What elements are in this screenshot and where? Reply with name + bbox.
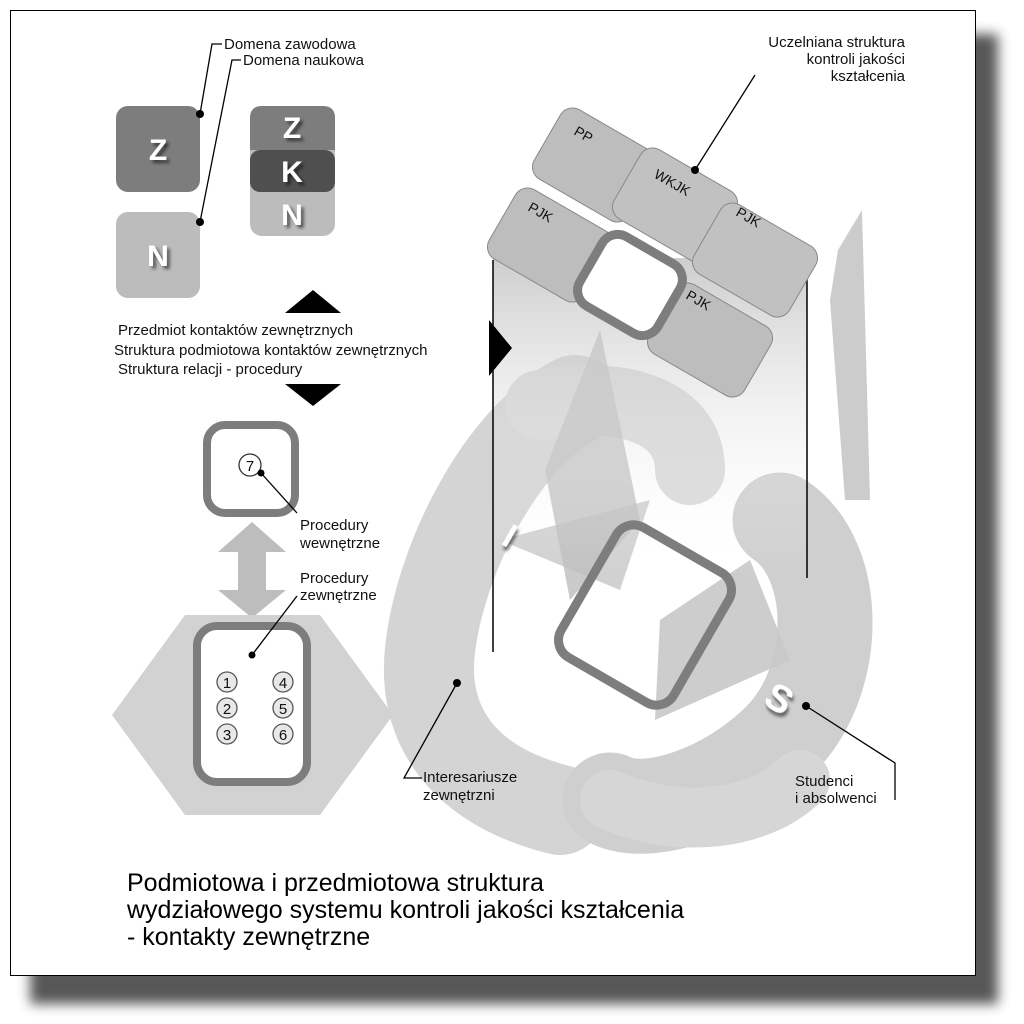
arrow-right-icon bbox=[489, 320, 512, 376]
stack-letter-k: K bbox=[281, 156, 303, 189]
students-label-1: Studenci bbox=[795, 773, 853, 790]
external-label-2: zewnętrzne bbox=[300, 587, 377, 604]
internal-label-2: wewnętrzne bbox=[299, 535, 380, 552]
arrow-down-icon bbox=[285, 384, 341, 406]
structure-annotation: Uczelniana struktura kontroli jakości ks… bbox=[691, 34, 906, 174]
subject-line-2: Struktura podmiotowa kontaktów zewnętrzn… bbox=[114, 342, 427, 359]
subject-line-1: Przedmiot kontaktów zewnętrznych bbox=[118, 322, 353, 339]
external-number-2: 2 bbox=[223, 701, 231, 718]
domain-legend: Z N Z K N Domena zawodowa Domena naukowa bbox=[116, 36, 365, 298]
internal-label-1: Procedury bbox=[300, 517, 369, 534]
center-ring bbox=[573, 229, 687, 341]
tile-n bbox=[116, 212, 200, 298]
structure-label-2: kontroli jakości bbox=[807, 51, 905, 68]
external-number-1: 1 bbox=[223, 675, 231, 692]
students-shape bbox=[562, 472, 873, 854]
relation-frame bbox=[554, 520, 736, 710]
students-label-2: i absolwenci bbox=[795, 790, 877, 807]
stakeholders-annotation: Interesariusze zewnętrzni Studenci i abs… bbox=[402, 679, 896, 807]
stack-letter-n: N bbox=[281, 199, 303, 232]
domain-professional-label: Domena zawodowa bbox=[224, 36, 356, 53]
tile-z-letter: Z bbox=[149, 134, 167, 167]
internal-number: 7 bbox=[246, 458, 254, 475]
title-line-2: wydziałowego systemu kontroli jakości ks… bbox=[127, 896, 685, 924]
external-label-1: Procedury bbox=[300, 570, 369, 587]
tile-z bbox=[116, 106, 200, 192]
subject-line-3: Struktura relacji - procedury bbox=[118, 361, 303, 378]
external-number-3: 3 bbox=[223, 727, 231, 744]
internal-number-circle bbox=[238, 453, 262, 477]
title-line-1: Podmiotowa i przedmiotowa struktura bbox=[127, 869, 544, 897]
tile-n-letter: N bbox=[147, 240, 169, 273]
domain-scientific-label: Domena naukowa bbox=[243, 52, 365, 69]
structure-label-1: Uczelniana struktura bbox=[768, 34, 905, 51]
external-number-5: 5 bbox=[279, 701, 287, 718]
tile-pjk-right bbox=[691, 202, 819, 318]
structure-label-3: kształcenia bbox=[831, 68, 906, 85]
diagram-title: Podmiotowa i przedmiotowa struktura wydz… bbox=[127, 870, 887, 951]
stakeholders-label-2: zewnętrzni bbox=[423, 787, 495, 804]
external-number-6: 6 bbox=[279, 727, 287, 744]
stack-letter-z: Z bbox=[283, 112, 301, 145]
arrow-up-icon bbox=[285, 290, 341, 313]
stakeholders-label-1: Interesariusze bbox=[423, 769, 517, 786]
title-line-3: - kontakty zewnętrzne bbox=[127, 923, 371, 951]
quality-structure-grid: PP WKJK PJK PJK PJK bbox=[486, 107, 819, 398]
external-number-4: 4 bbox=[279, 675, 287, 692]
procedures-block: 7 Procedury wewnętrzne 1 2 3 4 5 6 Proce… bbox=[112, 421, 393, 815]
double-arrow-icon bbox=[218, 522, 286, 618]
subject-block: Przedmiot kontaktów zewnętrznych Struktu… bbox=[114, 290, 512, 406]
